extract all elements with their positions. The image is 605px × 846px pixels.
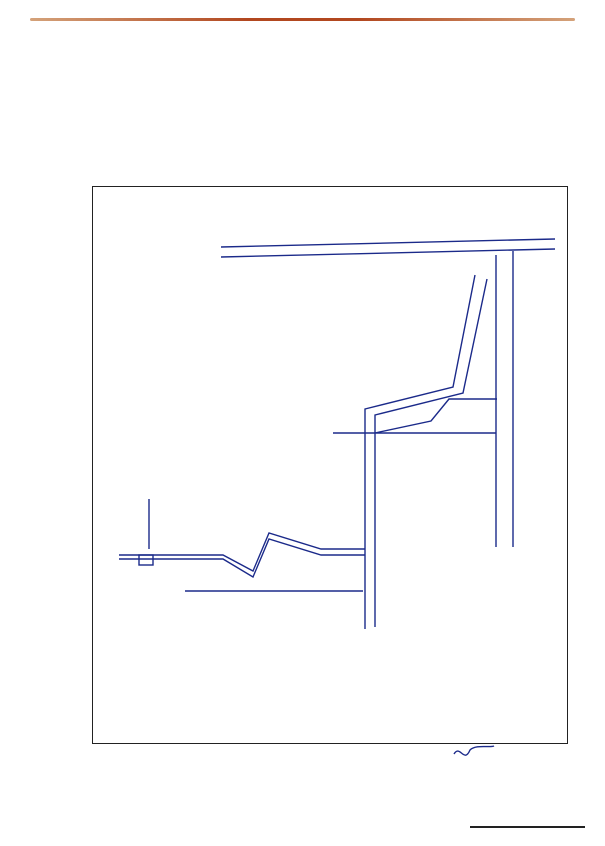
route-7km-edge bbox=[374, 278, 488, 627]
location-map bbox=[119, 238, 556, 629]
bottom-decor-line bbox=[470, 826, 585, 828]
access-road bbox=[119, 532, 365, 572]
signature-mark bbox=[453, 745, 495, 756]
main-road bbox=[220, 238, 556, 248]
location-map-frame bbox=[92, 186, 568, 744]
main-road-edge bbox=[220, 248, 556, 258]
top-decor-line bbox=[30, 18, 575, 21]
land-plot-marker bbox=[138, 554, 154, 566]
route-7km bbox=[364, 274, 476, 629]
route-3-5km bbox=[374, 398, 497, 434]
access-road-edge bbox=[119, 538, 365, 579]
